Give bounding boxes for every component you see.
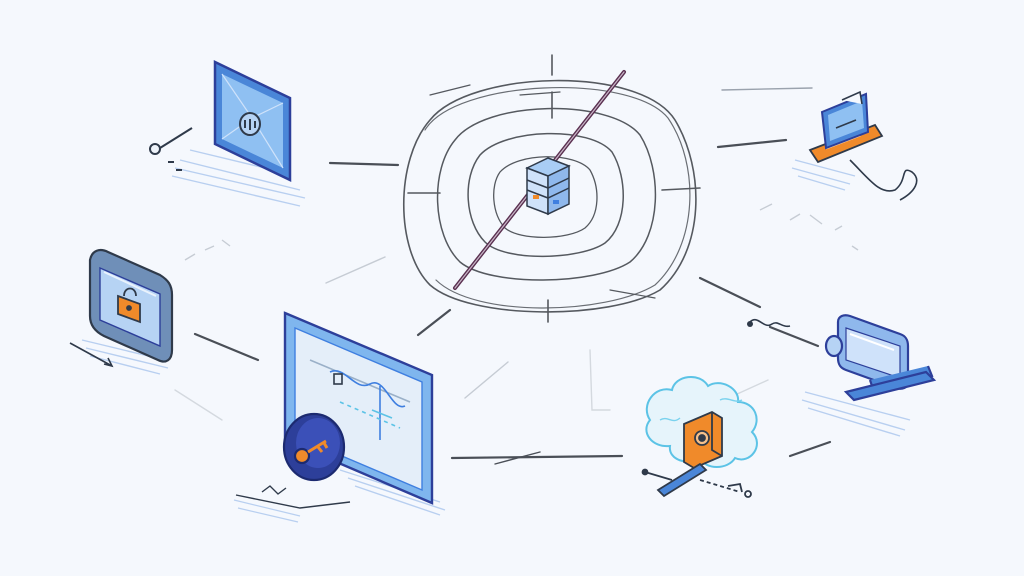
- connector-shield: [193, 332, 260, 362]
- connector-faint-1: [325, 256, 386, 284]
- shield-sparkles: [184, 239, 231, 261]
- connector-faint-3: [174, 389, 223, 421]
- connector-monitor: [768, 325, 820, 348]
- doc-base-lines: [233, 499, 301, 523]
- connector-faint-4: [589, 349, 611, 411]
- connector-faint-2: [464, 361, 509, 399]
- laptop-icon: [835, 119, 857, 129]
- connector-tablet-hub: [328, 161, 400, 167]
- cloud-connector-plug: [641, 462, 752, 498]
- shield-arrow: [69, 342, 114, 368]
- connector-laptop-hub: [716, 138, 788, 149]
- shield-lock-node: [69, 239, 231, 375]
- doc-chart-marks: [309, 359, 411, 440]
- connectors: [174, 87, 832, 465]
- connector-doc-cloud: [450, 454, 624, 460]
- locked-tablet-node: [149, 60, 306, 207]
- doc-base-sketch: [235, 485, 351, 509]
- connector-doc-cloud-2: [494, 451, 541, 465]
- padlock-icon: [117, 287, 141, 324]
- laptop-node: [759, 90, 918, 251]
- document-screen-node: [233, 311, 446, 523]
- connector-monitor-bottom: [788, 440, 832, 458]
- server-stack-icon: [525, 157, 571, 216]
- cloud-lock-node: [641, 376, 758, 498]
- tablet-shadow-lines: [171, 149, 306, 207]
- monitor-shadow-lines: [801, 391, 911, 437]
- laptop-cable: [849, 159, 918, 201]
- connector-doc-hub: [416, 308, 452, 337]
- lock-screen-icon: [239, 112, 261, 136]
- cloud-key-icon: [683, 410, 723, 470]
- connector-monitor-hub: [698, 276, 762, 309]
- key-pin-icon: [149, 127, 193, 171]
- laptop-shadow-lines: [791, 159, 856, 191]
- monitor-cable: [749, 318, 791, 328]
- connector-laptop-top: [721, 87, 813, 91]
- key-disk-icon: [282, 412, 346, 482]
- monitor-node: [747, 314, 937, 437]
- connector-faint-5: [734, 379, 769, 396]
- laptop-sparkles: [759, 203, 859, 251]
- monitor-icon: [824, 314, 937, 402]
